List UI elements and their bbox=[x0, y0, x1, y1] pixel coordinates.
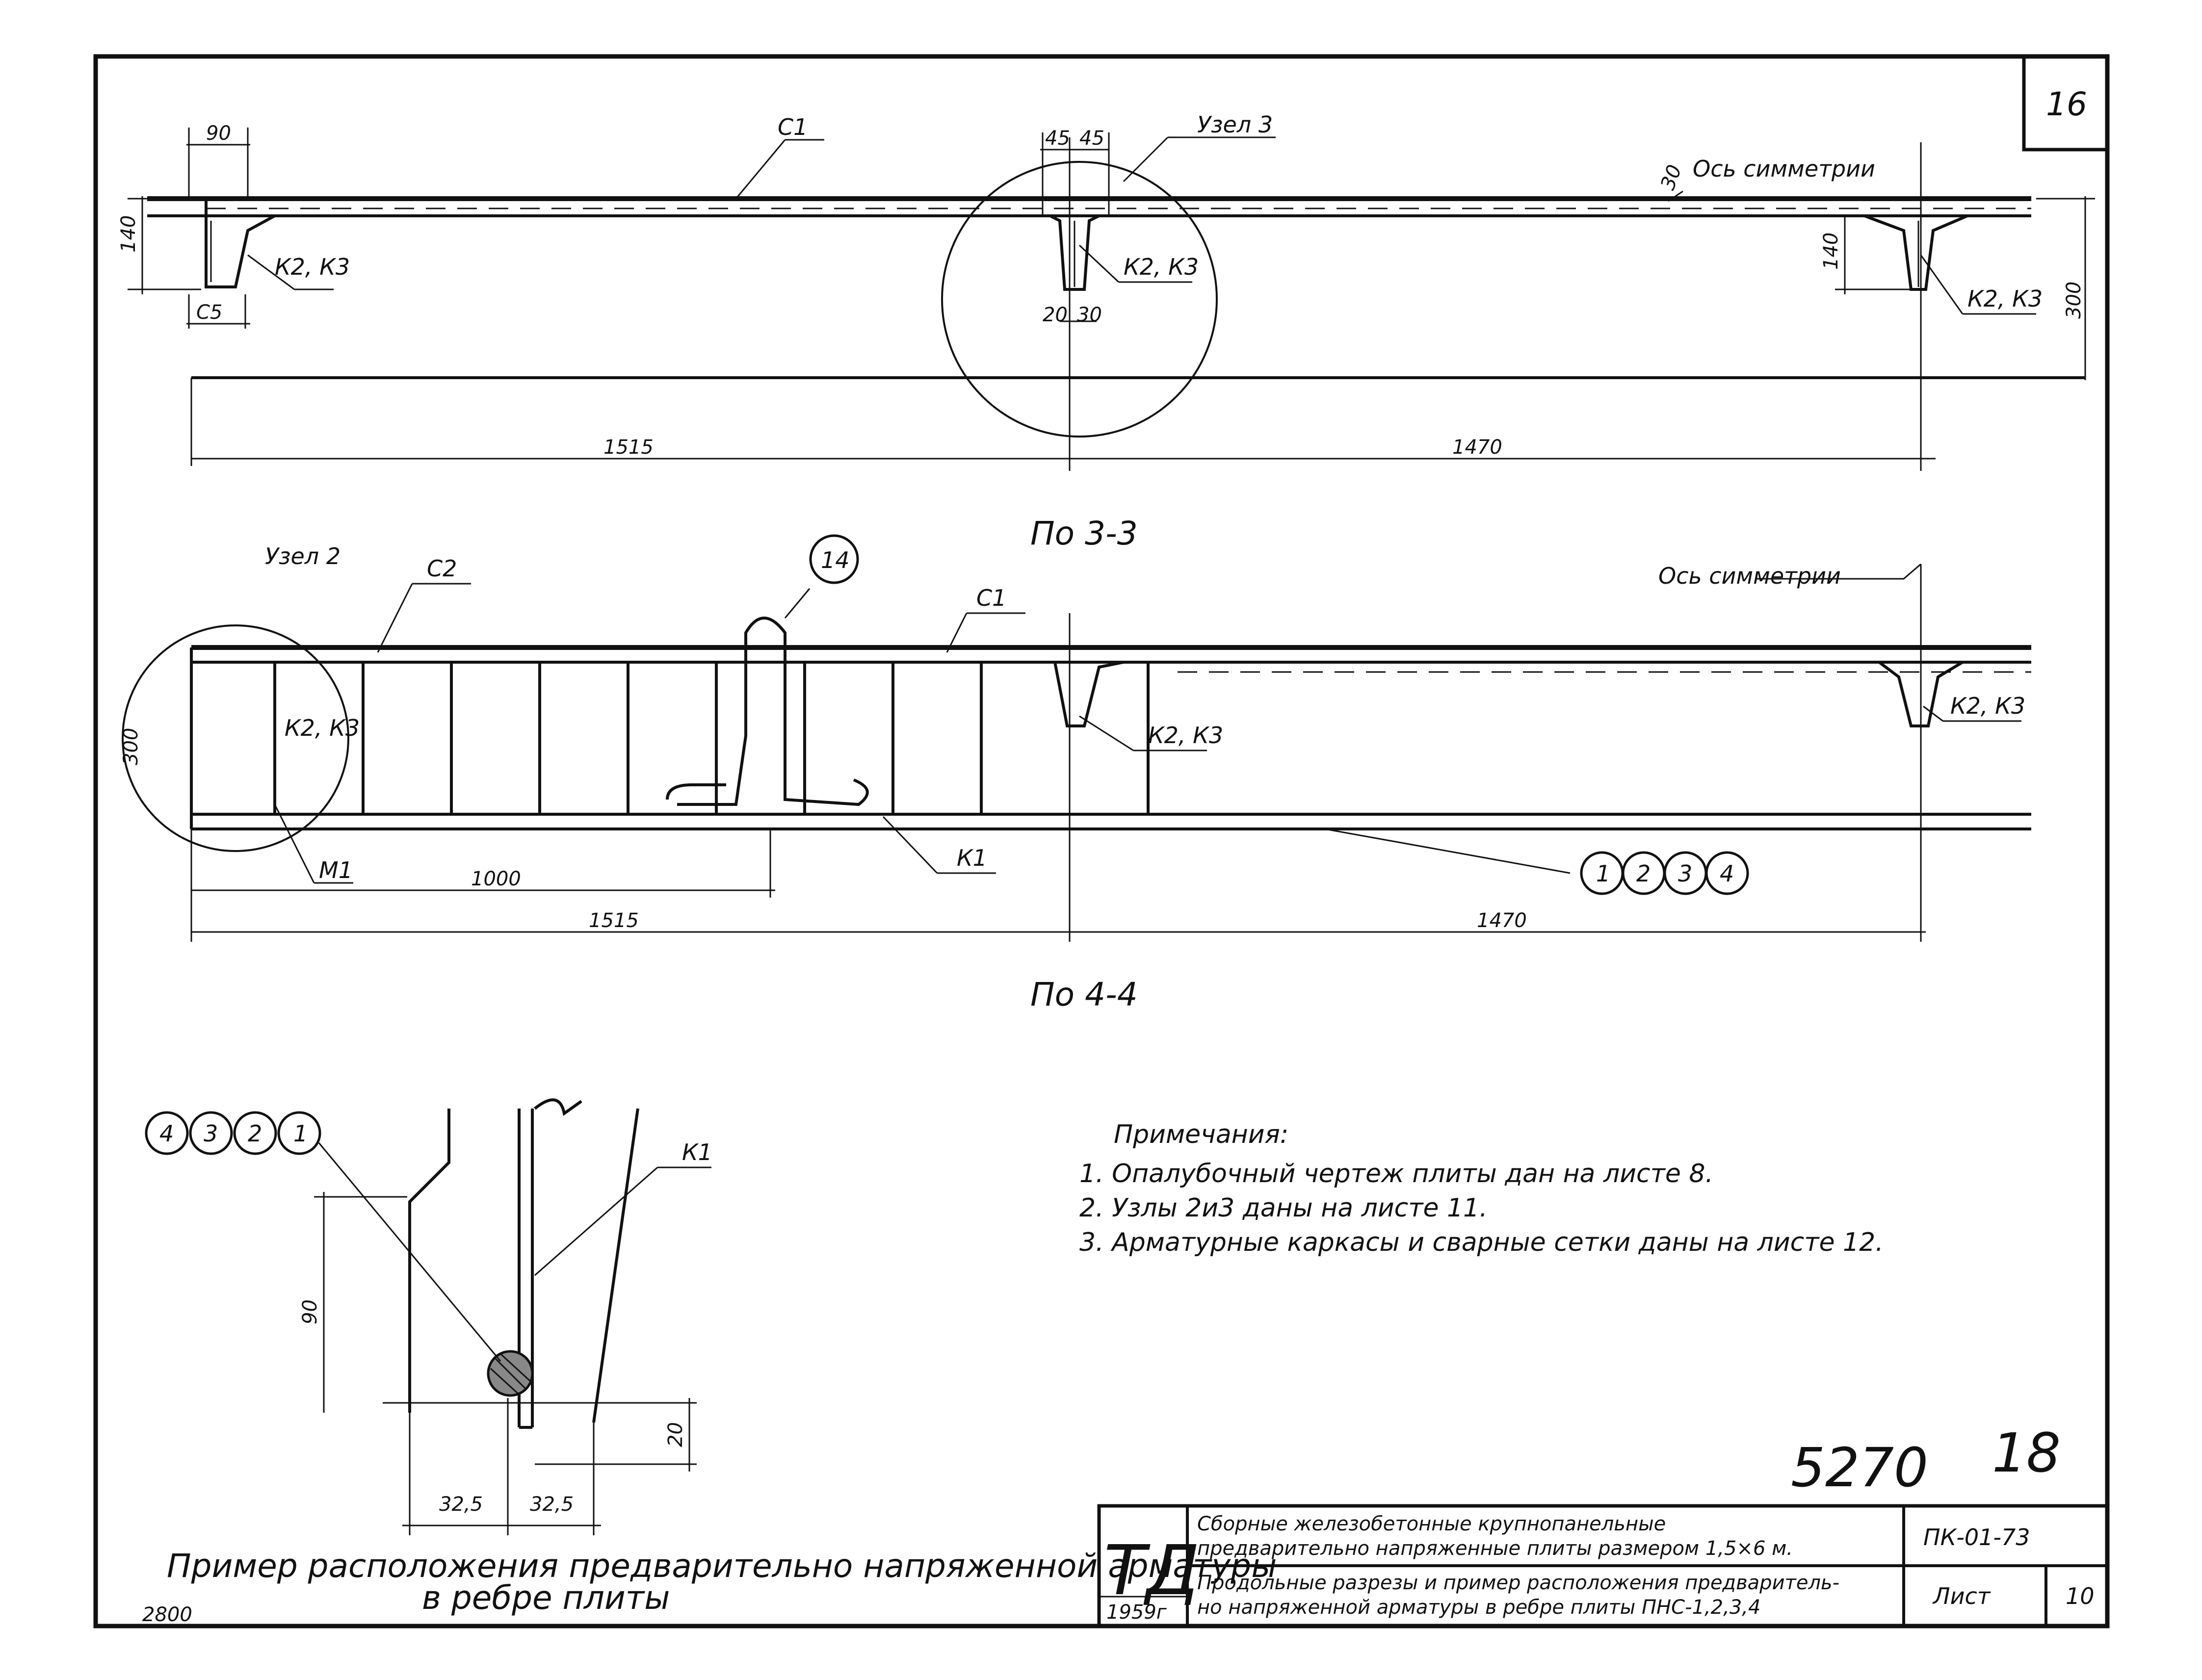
detail-pos-4-bubble bbox=[145, 1111, 189, 1155]
note-3: 3. Арматурные каркасы и сварные сетки да… bbox=[1079, 1228, 1884, 1257]
logo-td: ТД bbox=[1104, 1531, 1200, 1611]
node-2-circle bbox=[122, 624, 349, 852]
rib-detail: 4 3 2 1 К1 90 20 32,5 32,5 Пример распол… bbox=[142, 1098, 1277, 1626]
dim-30-top: 30 bbox=[1656, 162, 1686, 193]
dim-140: 140 bbox=[117, 215, 140, 253]
desc-line-4: но напряженной арматуры в ребре плиты ПН… bbox=[1197, 1596, 1760, 1619]
dimensions-detail bbox=[314, 1192, 697, 1535]
dim-300: 300 bbox=[120, 728, 142, 765]
title-block: ТД 1959г Сборные железобетонные крупнопа… bbox=[1097, 1504, 2109, 1628]
stirrups bbox=[273, 662, 1150, 814]
notes-heading: Примечания: bbox=[1114, 1120, 1288, 1149]
detail-dim-32-5-a: 32,5 bbox=[439, 1493, 483, 1516]
detail-caption-line-1: Пример расположения предварительно напря… bbox=[167, 1547, 1277, 1585]
label-m1: М1 bbox=[319, 857, 353, 883]
dim-140-right: 140 bbox=[1820, 233, 1842, 270]
pos-1: 1 bbox=[1596, 860, 1610, 887]
dimensions-3-3 bbox=[128, 128, 2095, 466]
dim-1470: 1470 bbox=[1452, 436, 1502, 459]
sheet-frame bbox=[93, 54, 2110, 1628]
corner-number: 16 bbox=[2046, 85, 2087, 123]
label-c2: С2 bbox=[427, 555, 457, 582]
pos-14: 14 bbox=[821, 547, 850, 573]
detail-pos-3: 3 bbox=[204, 1120, 218, 1147]
desc-line-3: Продольные разрезы и пример расположения… bbox=[1197, 1572, 1839, 1594]
dim-300: 300 bbox=[2063, 282, 2085, 319]
label-axis-symmetry: Ось симметрии bbox=[1693, 155, 1875, 182]
section-4-4: 14 1 2 3 4 Узел 2 С2 С1 Ось симметрии К2… bbox=[120, 534, 2031, 1013]
detail-pos-3-bubble bbox=[189, 1111, 233, 1155]
big-number-2: 18 bbox=[1992, 1422, 2061, 1484]
detail-pos-2: 2 bbox=[248, 1120, 262, 1147]
detail-label-k1: К1 bbox=[682, 1139, 712, 1165]
label-node-2: Узел 2 bbox=[265, 543, 341, 569]
detail-caption-line-2: в ребре плиты bbox=[422, 1579, 670, 1617]
label-k2k3-left: К2, К3 bbox=[285, 715, 360, 741]
label-c1: С1 bbox=[778, 114, 808, 140]
label-k2k3-middle: К2, К3 bbox=[1148, 722, 1223, 749]
desc-line-2: предварительно напряженные плиты размеро… bbox=[1197, 1537, 1793, 1560]
dimensions-4-4 bbox=[190, 829, 1926, 942]
detail-pos-1: 1 bbox=[293, 1120, 308, 1147]
node-3-circle bbox=[941, 161, 1218, 438]
dim-1515: 1515 bbox=[589, 909, 639, 932]
detail-pos-1-bubble bbox=[277, 1111, 321, 1155]
pos-2: 2 bbox=[1636, 860, 1651, 887]
stamp-id: 2800 bbox=[142, 1603, 192, 1626]
label-k2k3-left: К2, К3 bbox=[275, 254, 350, 280]
dim-20: 20 bbox=[1043, 304, 1068, 326]
detail-pos-2-bubble bbox=[233, 1111, 277, 1155]
pos-4: 4 bbox=[1720, 860, 1734, 887]
lifting-loop bbox=[677, 617, 869, 806]
label-k2k3-right: К2, К3 bbox=[1950, 693, 2025, 719]
pos-3: 3 bbox=[1678, 860, 1692, 887]
project-code: ПК-01-73 bbox=[1923, 1524, 2030, 1551]
year: 1959г bbox=[1106, 1601, 1167, 1624]
label-k2k3-middle: К2, К3 bbox=[1124, 254, 1199, 280]
dim-45-b: 45 bbox=[1079, 127, 1104, 150]
label-c5: С5 bbox=[196, 301, 222, 324]
detail-pos-4: 4 bbox=[159, 1120, 174, 1147]
note-1: 1. Опалубочный чертеж плиты дан на листе… bbox=[1079, 1159, 1713, 1189]
pos-4-bubble bbox=[1705, 851, 1749, 895]
label-c1: С1 bbox=[976, 585, 1006, 611]
dim-1470: 1470 bbox=[1477, 909, 1527, 932]
label-axis-symmetry: Ось симметрии bbox=[1658, 563, 1841, 589]
section-3-3-title: По 3-3 bbox=[1030, 515, 1138, 552]
corner-number-box: 16 bbox=[2022, 56, 2107, 152]
sheet-label: Лист bbox=[1932, 1583, 1991, 1609]
label-k1: К1 bbox=[957, 845, 987, 871]
section-3-3: С1 С5 Узел 3 Ось симметрии К2, К3 К2, К3… bbox=[117, 111, 2095, 552]
big-number: 5270 bbox=[1791, 1436, 1928, 1499]
sheet-number: 10 bbox=[2066, 1583, 2095, 1609]
note-2: 2. Узлы 2и3 даны на листе 11. bbox=[1079, 1193, 1488, 1223]
dim-30: 30 bbox=[1077, 304, 1102, 326]
dim-90: 90 bbox=[206, 122, 231, 145]
detail-dim-20: 20 bbox=[664, 1422, 687, 1447]
dim-45-a: 45 bbox=[1045, 127, 1070, 150]
desc-line-1: Сборные железобетонные крупнопанельные bbox=[1197, 1513, 1666, 1535]
label-node-3: Узел 3 bbox=[1197, 111, 1273, 138]
section-4-4-title: По 4-4 bbox=[1030, 976, 1138, 1013]
dim-1515: 1515 bbox=[603, 436, 654, 459]
detail-dim-32-5-b: 32,5 bbox=[530, 1493, 574, 1516]
notes: Примечания: 1. Опалубочный чертеж плиты … bbox=[1079, 1120, 1884, 1257]
detail-dim-90: 90 bbox=[299, 1299, 321, 1324]
label-k2k3-right: К2, К3 bbox=[1967, 285, 2043, 312]
pos-14-bubble bbox=[809, 534, 859, 584]
dim-1000: 1000 bbox=[471, 868, 521, 890]
